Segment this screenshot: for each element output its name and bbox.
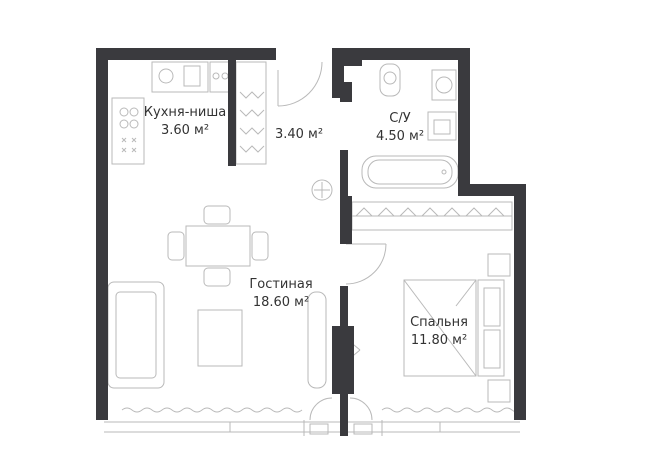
bedroom-door	[345, 243, 387, 285]
living-area: 18.60 м²	[252, 295, 310, 310]
hall-label: 3.40 м²	[266, 126, 332, 144]
bathroom-name: С/У	[389, 111, 411, 126]
living-label: Гостиная 18.60 м²	[236, 276, 326, 312]
bedroom-area: 11.80 м²	[410, 333, 468, 348]
bottom-windows	[104, 407, 523, 436]
kitchen-name: Кухня-ниша	[143, 105, 227, 120]
bathroom-area: 4.50 м²	[375, 129, 425, 144]
walls	[96, 48, 526, 436]
bathroom-label: С/У 4.50 м²	[368, 110, 432, 146]
sofa	[107, 281, 243, 389]
bedroom-label: Спальня 11.80 м²	[400, 314, 478, 350]
hall-door	[277, 61, 333, 201]
kitchen-label: Кухня-ниша 3.60 м²	[142, 104, 228, 140]
bed	[403, 253, 511, 403]
bedroom-wardrobe	[351, 201, 513, 231]
dining-set	[167, 205, 269, 287]
bedroom-name: Спальня	[410, 315, 468, 330]
kitchen-area: 3.60 м²	[160, 123, 210, 138]
bathroom-fixtures	[361, 63, 459, 189]
hall-area: 3.40 м²	[274, 127, 324, 142]
living-name: Гостиная	[249, 277, 313, 292]
balcony-doors	[309, 397, 373, 421]
